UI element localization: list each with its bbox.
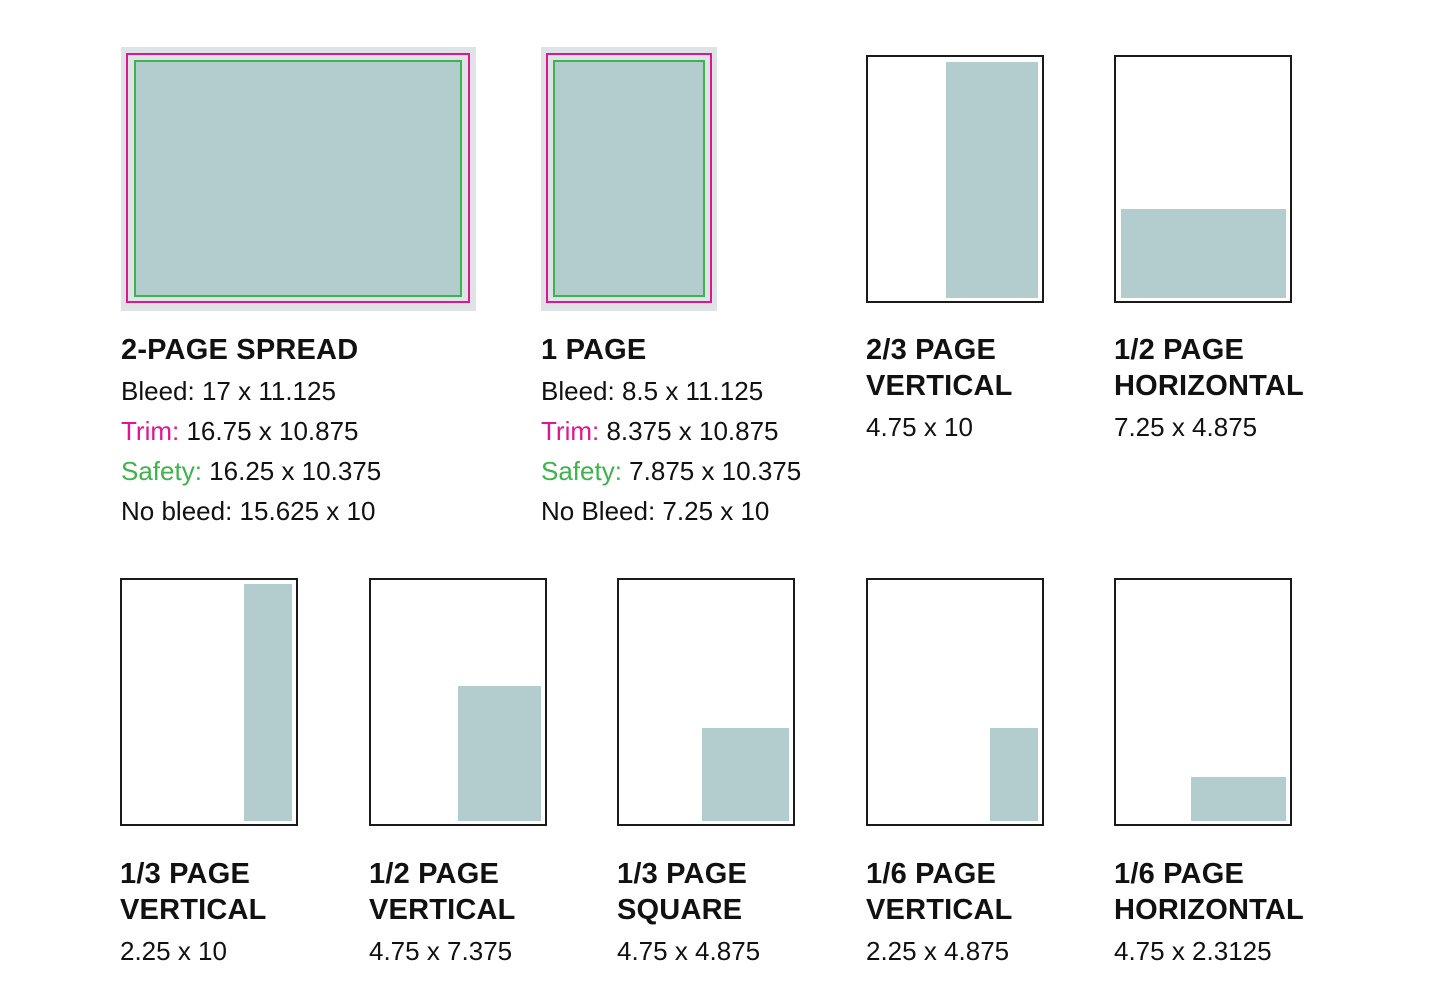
spread-title: 2-PAGE SPREAD bbox=[121, 334, 359, 366]
ad-dimensions: 4.75 x 2.3125 bbox=[1114, 936, 1272, 966]
ad-dimensions: 7.25 x 4.875 bbox=[1114, 412, 1258, 442]
spread-safety-line bbox=[134, 60, 462, 297]
ad-frame-third-vertical bbox=[120, 578, 298, 826]
spread-trim-text: Trim: 16.75 x 10.875 bbox=[121, 416, 359, 446]
ad-frame-third-square bbox=[617, 578, 795, 826]
onepage-trim-text: Trim: 8.375 x 10.875 bbox=[541, 416, 779, 446]
ad-dimensions: 4.75 x 4.875 bbox=[617, 936, 761, 966]
onepage-bleed-line: Bleed: 8.5 x 11.125 bbox=[541, 376, 764, 406]
onepage-safety-line bbox=[553, 60, 705, 297]
ad-dimensions: 2.25 x 4.875 bbox=[866, 936, 1010, 966]
ad-area bbox=[244, 584, 292, 821]
ad-area bbox=[702, 728, 789, 821]
ad-area bbox=[458, 686, 541, 821]
spread-trim-line bbox=[126, 53, 470, 303]
ad-frame-sixth-vertical bbox=[866, 578, 1044, 826]
spread-bleed-line: Bleed: 17 x 11.125 bbox=[121, 376, 336, 406]
ad-frame-sixth-horizontal bbox=[1114, 578, 1292, 826]
onepage-nobleed-line: No Bleed: 7.25 x 10 bbox=[541, 496, 770, 526]
ad-area bbox=[1191, 777, 1286, 821]
onepage-trim-line bbox=[546, 53, 712, 303]
ad-area bbox=[1121, 209, 1286, 298]
spread-nobleed-line: No bleed: 15.625 x 10 bbox=[121, 496, 376, 526]
ad-dimensions: 4.75 x 7.375 bbox=[369, 936, 513, 966]
ad-frame-half-vertical bbox=[369, 578, 547, 826]
ad-dimensions: 2.25 x 10 bbox=[120, 936, 227, 966]
ad-area bbox=[990, 728, 1038, 821]
ad-frame-half-horizontal bbox=[1114, 55, 1292, 303]
ad-frame-two-thirds-vertical bbox=[866, 55, 1044, 303]
onepage-safety-text: Safety: 7.875 x 10.375 bbox=[541, 456, 802, 486]
spread-safety-text: Safety: 16.25 x 10.375 bbox=[121, 456, 382, 486]
onepage-title: 1 PAGE bbox=[541, 334, 647, 366]
ad-area bbox=[946, 62, 1038, 298]
ad-dimensions: 4.75 x 10 bbox=[866, 412, 973, 442]
